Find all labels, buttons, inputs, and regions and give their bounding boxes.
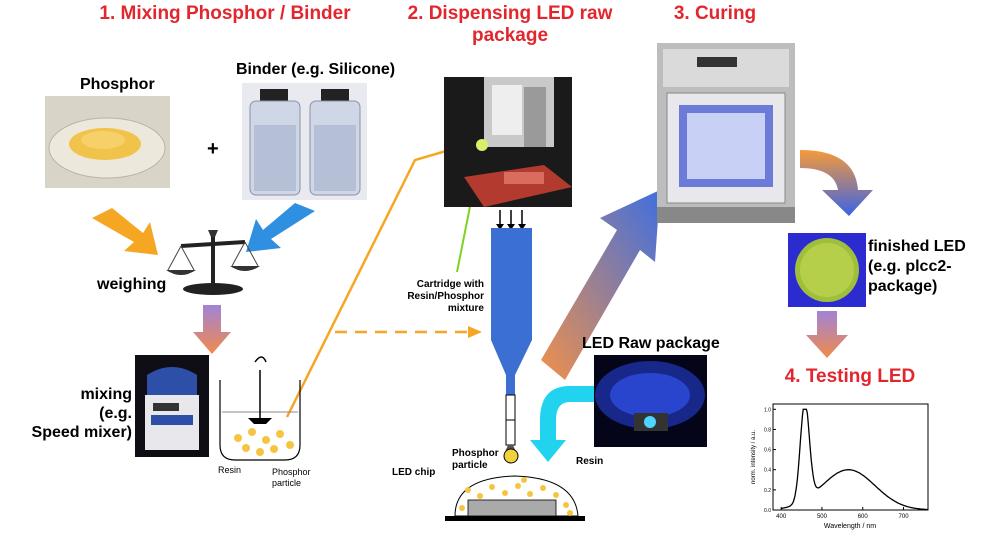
phosphor-particle-label: Phosphor particle xyxy=(452,448,499,472)
spectrum-y-tick-label: 0.2 xyxy=(764,488,771,494)
spectrum-y-tick-label: 0.8 xyxy=(764,427,771,433)
cartridge-line1: Cartridge with xyxy=(416,279,484,290)
cartridge-line2: Resin/Phosphor xyxy=(407,291,484,302)
phosphor-particle-small-label: Phosphor particle xyxy=(272,467,311,489)
spectrum-curve xyxy=(781,408,929,511)
down-arrow-to-mixing xyxy=(193,305,231,354)
spectrum-ylabel: norm. intensity / a.u. xyxy=(751,430,757,484)
spectrum-x-tick-label: 700 xyxy=(899,514,910,520)
phosphor-dish-image xyxy=(45,96,170,188)
led-chip-label: LED chip xyxy=(392,467,436,478)
mixing-line3: Speed mixer) xyxy=(31,424,132,441)
mixing-line2: (e.g. xyxy=(99,405,132,422)
cyan-arrow-to-package xyxy=(530,386,594,462)
mixing-label: mixing (e.g. Speed mixer) xyxy=(28,385,132,442)
silicone-bottles-icon xyxy=(249,89,361,196)
big-arrow-to-curing xyxy=(541,190,660,380)
step3-title: 3. Curing xyxy=(673,3,757,24)
step4-title: 4. Testing LED xyxy=(784,366,916,387)
mixing-line1: mixing xyxy=(80,386,132,403)
binder-label: Binder (e.g. Silicone) xyxy=(236,61,396,78)
phosphor-particle-small-line2: particle xyxy=(272,478,302,488)
spectrum-y-tick-label: 1.0 xyxy=(764,407,771,413)
dispense-arrows xyxy=(496,210,526,230)
step2-title-line1: 2. Dispensing LED raw xyxy=(407,3,613,24)
resin-label: Resin xyxy=(576,456,604,467)
cartridge-label: Cartridge with Resin/Phosphor mixture xyxy=(386,279,484,315)
led-raw-package-image xyxy=(594,355,707,447)
step1-title: 1. Mixing Phosphor / Binder xyxy=(99,3,351,24)
finished-line1: finished LED xyxy=(868,238,966,255)
cartridge-icon xyxy=(491,228,532,464)
cartridge-line3: mixture xyxy=(447,303,484,314)
curing-oven-image xyxy=(657,43,795,223)
phosphor-label: Phosphor xyxy=(80,76,155,93)
dashed-arrow-to-cartridge xyxy=(335,326,482,338)
led-raw-package-label: LED Raw package xyxy=(582,335,720,352)
finished-led-label: finished LED (e.g. plcc2- package) xyxy=(868,237,966,297)
spectrum-svg: 400 500 600 700 0.0 0.2 0.4 0.6 0.8 1.0 Wavelengt… xyxy=(751,403,929,530)
phosphor-particle-small-line1: Phosphor xyxy=(272,467,311,477)
finished-line2: (e.g. plcc2- xyxy=(868,258,952,275)
spectrum-y-tick-label: 0.6 xyxy=(764,448,771,454)
step2-title-line2: package xyxy=(471,25,549,46)
led-raw-package-icon xyxy=(595,361,705,431)
step2-title: 2. Dispensing LED raw package xyxy=(395,3,625,47)
dispenser-machine-icon xyxy=(464,77,572,207)
finished-line3: package) xyxy=(868,278,938,295)
finished-led-icon xyxy=(788,233,866,307)
curved-arrow-to-finished-led xyxy=(800,150,873,216)
speed-mixer-image xyxy=(135,355,209,457)
dispenser-image xyxy=(444,77,572,207)
spectrum-chart: 400 500 600 700 0.0 0.2 0.4 0.6 0.8 1.0 Wavelengt… xyxy=(747,396,934,532)
balance-scale-icon xyxy=(166,230,260,295)
phosphor-particle-line1: Phosphor xyxy=(452,448,499,459)
resin-small-label: Resin xyxy=(218,465,242,475)
phosphor-particle-line2: particle xyxy=(452,460,488,471)
down-arrow-to-testing xyxy=(806,311,848,358)
plus-sign: + xyxy=(207,138,219,160)
weighing-label: weighing xyxy=(97,276,167,293)
speed-mixer-icon xyxy=(145,367,199,450)
spectrum-x-tick-label: 400 xyxy=(776,514,787,520)
binder-bottles-image xyxy=(242,83,367,200)
spectrum-y-tick-label: 0.0 xyxy=(764,508,771,514)
beaker-icon xyxy=(219,356,301,461)
led-package-cross-section xyxy=(445,475,585,521)
blue-arrow-to-scale xyxy=(246,203,315,252)
phosphor-dish-icon xyxy=(48,117,166,179)
curing-oven-icon xyxy=(657,43,795,223)
spectrum-x-tick-label: 500 xyxy=(817,514,828,520)
spectrum-x-tick-label: 600 xyxy=(858,514,869,520)
spectrum-y-tick-label: 0.4 xyxy=(764,468,771,474)
spectrum-xlabel: Wavelength / nm xyxy=(824,523,876,530)
orange-arrow-to-scale xyxy=(92,208,158,255)
finished-led-image xyxy=(788,233,866,307)
